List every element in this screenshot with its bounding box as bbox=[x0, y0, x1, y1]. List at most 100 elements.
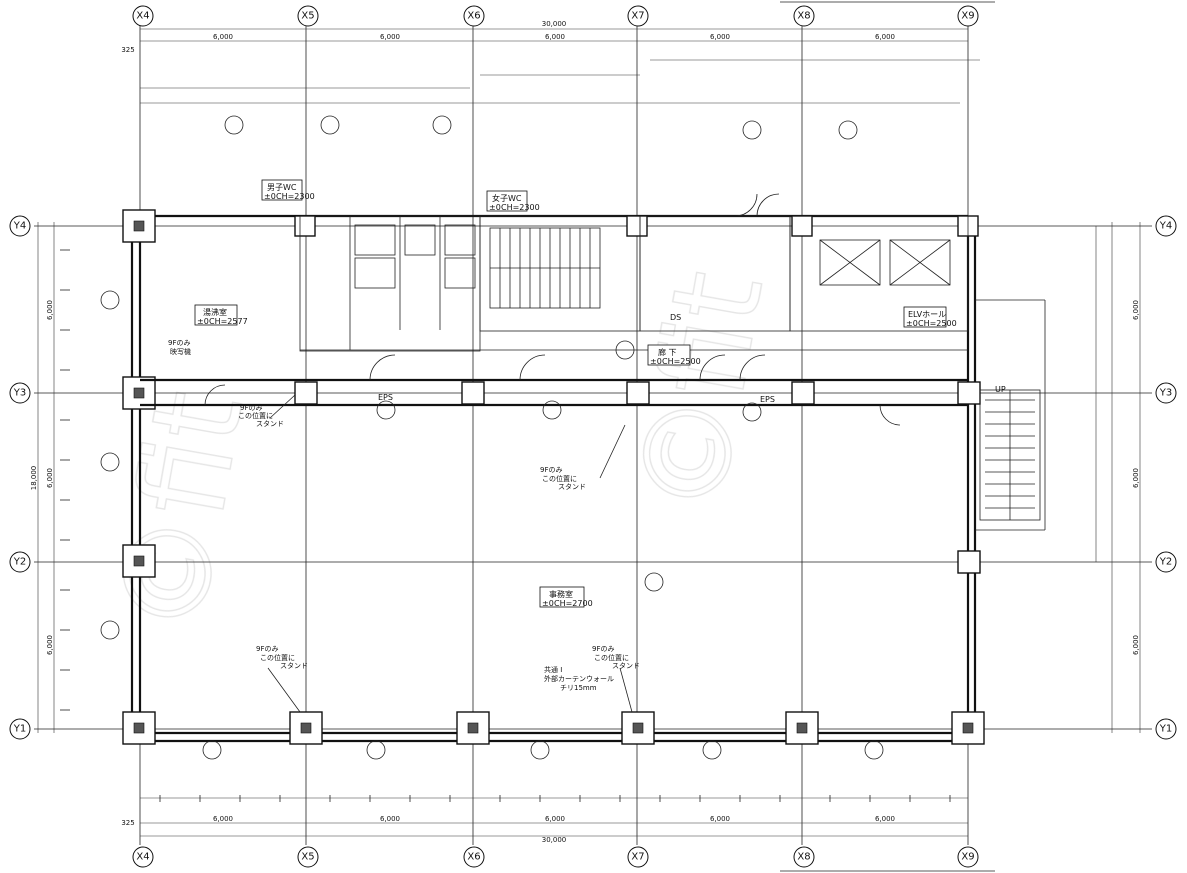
dim-overall-bottom: 30,000 bbox=[542, 836, 567, 844]
room-mens-wc-level: ±0 bbox=[264, 192, 276, 201]
ceiling-fixtures bbox=[100, 115, 884, 760]
columns bbox=[122, 209, 985, 745]
grid-label-x5-top: X5 bbox=[301, 11, 314, 22]
grid-label-x6-bottom: X6 bbox=[467, 852, 480, 863]
room-hot-water-ch: CH=2577 bbox=[209, 317, 248, 326]
dim-bay-right-3: 6,000 bbox=[1132, 635, 1140, 655]
misc-labels: EPS EPS DS UP bbox=[378, 313, 1006, 404]
grid-label-y1-right: Y1 bbox=[1159, 724, 1172, 735]
dim-bay-left-3: 6,000 bbox=[46, 635, 54, 655]
grid-label-y3-right: Y3 bbox=[1159, 388, 1172, 399]
grid-label-x4-top: X4 bbox=[136, 11, 149, 22]
note-leaders bbox=[267, 394, 633, 713]
grid-label-x9-top: X9 bbox=[961, 11, 974, 22]
dim-edge-bottom: 325 bbox=[121, 819, 134, 827]
room-office-level: ±0 bbox=[542, 599, 554, 608]
svg-text:この位置に: この位置に bbox=[594, 653, 629, 662]
room-corridor-ch: CH=2500 bbox=[662, 357, 701, 366]
grid-label-x8-bottom: X8 bbox=[797, 852, 810, 863]
note-curtain-wall: 共通 I 外部カーテンウォール チリ15mm bbox=[544, 665, 614, 692]
svg-text:9Fのみ: 9Fのみ bbox=[592, 645, 614, 653]
room-corridor-name: 廊 下 bbox=[658, 347, 677, 357]
dim-bay-top-4: 6,000 bbox=[710, 33, 730, 41]
grid-label-x7-top: X7 bbox=[631, 11, 644, 22]
grid-bubbles-top: X4 X5 X6 X7 X8 X9 bbox=[132, 5, 979, 27]
room-corridor-level: ±0 bbox=[650, 357, 662, 366]
grid-label-y4-right: Y4 bbox=[1159, 221, 1172, 232]
dim-bay-bottom-4: 6,000 bbox=[710, 815, 730, 823]
dim-bay-top-2: 6,000 bbox=[380, 33, 400, 41]
grid-label-y4-left: Y4 bbox=[13, 221, 26, 232]
room-labels: 男子WC ±0 CH=2300 女子WC ±0 CH=2300 湯沸室 ±0 C… bbox=[194, 179, 957, 608]
grid-bubbles-bottom: X4 X5 X6 X7 X8 X9 bbox=[132, 846, 979, 868]
dim-bay-right-1: 6,000 bbox=[1132, 300, 1140, 320]
corridor-walls bbox=[140, 349, 968, 407]
dim-bay-top-1: 6,000 bbox=[213, 33, 233, 41]
dim-bay-left-1: 6,000 bbox=[46, 300, 54, 320]
svg-text:この位置に: この位置に bbox=[238, 411, 273, 420]
room-elv-hall-name: ELVホール bbox=[908, 310, 946, 319]
label-up: UP bbox=[995, 385, 1006, 394]
room-mens-wc-name: 男子WC bbox=[267, 183, 297, 192]
grid-label-y1-left: Y1 bbox=[13, 724, 26, 735]
svg-text:この位置に: この位置に bbox=[542, 474, 577, 483]
dim-bay-left-2: 6,000 bbox=[46, 468, 54, 488]
room-office-ch: CH=2700 bbox=[554, 599, 593, 608]
dim-bay-bottom-2: 6,000 bbox=[380, 815, 400, 823]
grid-label-y2-left: Y2 bbox=[13, 557, 26, 568]
svg-text:チリ15mm: チリ15mm bbox=[560, 684, 597, 692]
dim-overall-left: 18,000 bbox=[30, 466, 38, 491]
dim-bay-bottom-3: 6,000 bbox=[545, 815, 565, 823]
dim-bay-top-3: 6,000 bbox=[545, 33, 565, 41]
svg-text:外部カーテンウォール: 外部カーテンウォール bbox=[544, 674, 614, 683]
svg-text:©fit: ©fit bbox=[92, 382, 271, 645]
dim-bay-right-2: 6,000 bbox=[1132, 468, 1140, 488]
dimension-lines-top: 30,000 6,000 6,000 6,000 6,000 6,000 325 bbox=[121, 20, 980, 104]
svg-text:共通 I: 共通 I bbox=[544, 665, 562, 674]
svg-text:映写機: 映写機 bbox=[170, 347, 191, 356]
dim-bay-top-5: 6,000 bbox=[875, 33, 895, 41]
svg-text:この位置に: この位置に bbox=[260, 653, 295, 662]
room-elv-hall-ch: CH=2500 bbox=[918, 319, 957, 328]
svg-text:スタンド: スタンド bbox=[280, 661, 308, 670]
notes: 9Fのみ 映写機 9Fのみ この位置に スタンド 9Fのみ この位置に スタンド… bbox=[168, 339, 640, 692]
label-eps-left: EPS bbox=[378, 393, 393, 402]
door-swings bbox=[204, 193, 901, 426]
note-9f-stand-center: 9Fのみ この位置に スタンド bbox=[540, 466, 586, 491]
grid-label-x5-bottom: X5 bbox=[301, 852, 314, 863]
grid-bubbles-right: Y4 Y3 Y2 Y1 bbox=[1155, 215, 1177, 740]
room-mens-wc-ch: CH=2300 bbox=[276, 192, 315, 201]
dimension-lines-bottom: 6,000 6,000 6,000 6,000 6,000 30,000 325 bbox=[121, 797, 968, 844]
label-eps-right: EPS bbox=[760, 395, 775, 404]
grid-label-x4-bottom: X4 bbox=[136, 852, 149, 863]
dimension-lines-right: 6,000 6,000 6,000 bbox=[1095, 222, 1141, 733]
svg-text:スタンド: スタンド bbox=[256, 419, 284, 428]
grid-label-x7-bottom: X7 bbox=[631, 852, 644, 863]
svg-text:9Fのみ: 9Fのみ bbox=[240, 404, 262, 412]
svg-text:9Fのみ: 9Fのみ bbox=[256, 645, 278, 653]
room-womens-wc-ch: CH=2300 bbox=[501, 203, 540, 212]
core-partitions bbox=[299, 215, 969, 352]
svg-text:9Fのみ: 9Fのみ bbox=[540, 466, 562, 474]
room-hot-water-level: ±0 bbox=[197, 317, 209, 326]
room-hot-water-name: 湯沸室 bbox=[203, 307, 227, 317]
room-elv-hall: ELVホール ±0 CH=2500 bbox=[903, 306, 957, 328]
grid-label-y2-right: Y2 bbox=[1159, 557, 1172, 568]
dim-overall-top: 30,000 bbox=[542, 20, 567, 28]
dim-edge-top: 325 bbox=[121, 46, 134, 54]
dimension-lines-left: 18,000 6,000 6,000 6,000 bbox=[30, 222, 55, 733]
grid-label-x8-top: X8 bbox=[797, 11, 810, 22]
room-womens-wc-name: 女子WC bbox=[492, 193, 522, 203]
room-corridor: 廊 下 ±0 CH=2500 bbox=[647, 344, 701, 366]
note-9f-only-left: 9Fのみ 映写機 bbox=[168, 339, 191, 356]
room-mens-wc: 男子WC ±0 CH=2300 bbox=[261, 179, 315, 201]
dim-bay-bottom-1: 6,000 bbox=[213, 815, 233, 823]
grid-label-x9-bottom: X9 bbox=[961, 852, 974, 863]
room-womens-wc: 女子WC ±0 CH=2300 bbox=[486, 190, 540, 212]
note-9f-stand-upper-left: 9Fのみ この位置に スタンド bbox=[238, 404, 284, 428]
svg-text:スタンド: スタンド bbox=[558, 482, 586, 491]
note-9f-stand-lower-center: 9Fのみ この位置に スタンド bbox=[592, 645, 640, 670]
svg-text:スタンド: スタンド bbox=[612, 661, 640, 670]
grid-bubbles-left: Y4 Y3 Y2 Y1 bbox=[9, 215, 31, 740]
exterior-stair bbox=[975, 299, 1046, 531]
